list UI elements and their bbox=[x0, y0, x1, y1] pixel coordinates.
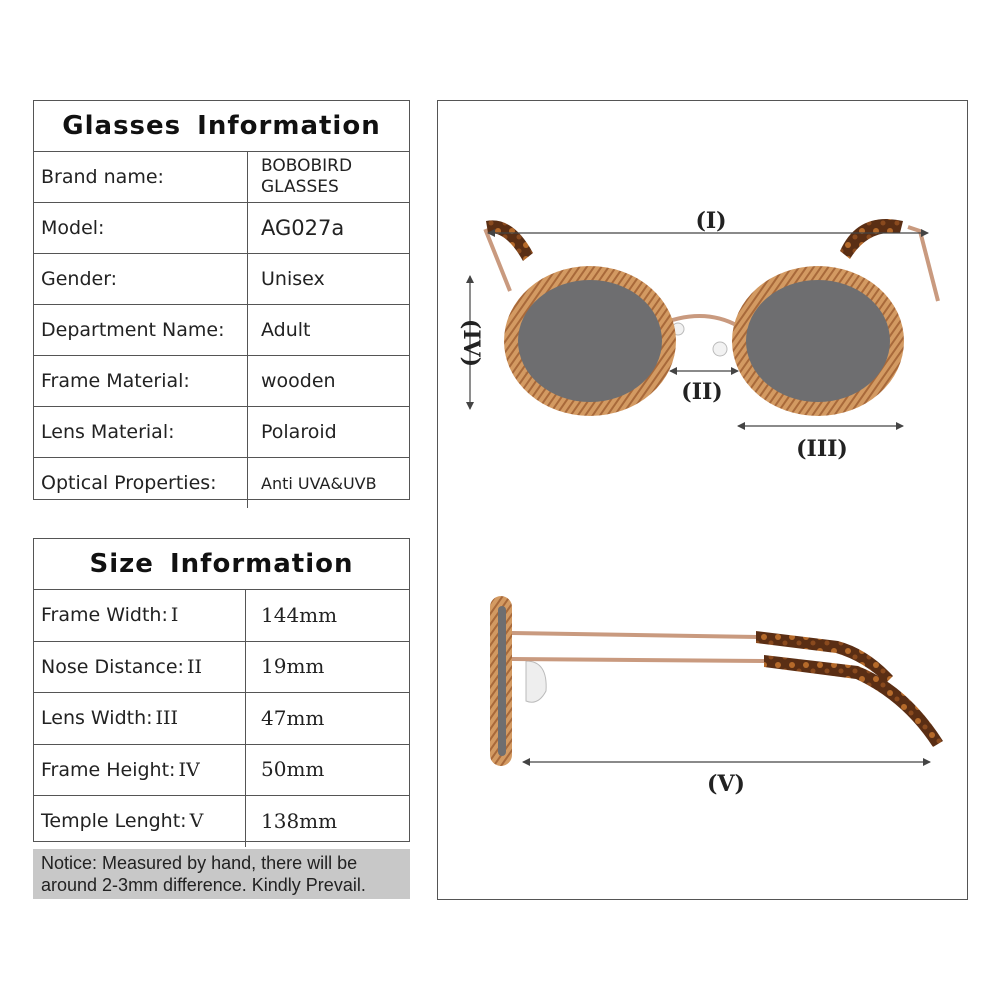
row-value: 138mm bbox=[261, 808, 338, 833]
row-value: Polaroid bbox=[261, 420, 337, 443]
side-nose-pad bbox=[525, 660, 547, 703]
row-label: Lens Width:III bbox=[34, 693, 246, 744]
size-roman-numeral: IV bbox=[178, 758, 200, 781]
row-label: Lens Material: bbox=[34, 407, 248, 457]
glasses-illustration: (I) (II) (III) (IV) (V) bbox=[458, 208, 943, 797]
row-label: Frame Width:I bbox=[34, 590, 246, 641]
table-row: Temple Lenght:V 138mm bbox=[34, 796, 409, 847]
table-row: Brand name: BOBOBIRD GLASSES bbox=[34, 152, 409, 203]
side-temple-tip-upper bbox=[756, 631, 893, 683]
right-temple-tip bbox=[840, 219, 903, 259]
table-row: Lens Material: Polaroid bbox=[34, 407, 409, 458]
nose-distance-label: (II) bbox=[681, 379, 722, 405]
row-value: 47mm bbox=[261, 705, 325, 730]
table-row: Gender: Unisex bbox=[34, 254, 409, 305]
table-row: Model: AG027a bbox=[34, 203, 409, 254]
row-value: 144mm bbox=[261, 602, 338, 627]
row-label: Frame Material: bbox=[34, 356, 248, 406]
size-label: Lens Width: bbox=[41, 707, 153, 730]
temple-length-label: (V) bbox=[707, 771, 745, 797]
size-label: Nose Distance: bbox=[41, 655, 184, 678]
side-lens bbox=[498, 606, 506, 756]
row-label: Model: bbox=[34, 203, 248, 253]
glasses-information-table: Glasses Information Brand name: BOBOBIRD… bbox=[33, 100, 410, 508]
side-view-glasses bbox=[490, 596, 943, 766]
nose-pad-right bbox=[712, 341, 728, 357]
size-label: Temple Lenght: bbox=[41, 810, 187, 833]
size-roman-numeral: II bbox=[186, 655, 202, 678]
glasses-information-title: Glasses Information bbox=[34, 101, 409, 152]
row-value: Anti UVA&UVB bbox=[261, 473, 377, 493]
row-value: BOBOBIRD GLASSES bbox=[261, 156, 353, 197]
row-label: Brand name: bbox=[34, 152, 248, 202]
frame-height-label: (IV) bbox=[458, 319, 484, 367]
row-label: Temple Lenght:V bbox=[34, 796, 246, 847]
row-value: wooden bbox=[261, 369, 336, 392]
row-label: Gender: bbox=[34, 254, 248, 304]
row-value: AG027a bbox=[261, 215, 345, 240]
side-temple-tip-lower bbox=[764, 655, 943, 747]
side-temple-upper bbox=[511, 631, 759, 639]
glasses-dimension-diagram: (I) (II) (III) (IV) (V) bbox=[437, 100, 968, 900]
row-value: Adult bbox=[261, 318, 311, 341]
row-label: Department Name: bbox=[34, 305, 248, 355]
size-information-table: Size Information Frame Width:I 144mm Nos… bbox=[33, 538, 410, 847]
size-roman-numeral: III bbox=[155, 707, 179, 730]
row-label: Frame Height:IV bbox=[34, 744, 246, 795]
size-information-title: Size Information bbox=[34, 539, 409, 590]
measurement-notice: Notice: Measured by hand, there will be … bbox=[33, 849, 410, 899]
table-row: Lens Width:III 47mm bbox=[34, 693, 409, 745]
table-row: Optical Properties: Anti UVA&UVB bbox=[34, 458, 409, 508]
row-label: Nose Distance:II bbox=[34, 641, 246, 692]
table-row: Frame Height:IV 50mm bbox=[34, 744, 409, 796]
table-row: Nose Distance:II 19mm bbox=[34, 641, 409, 693]
lens-width-label: (III) bbox=[796, 436, 848, 462]
size-label: Frame Width: bbox=[41, 604, 168, 627]
left-lens bbox=[518, 280, 662, 402]
table-row: Frame Width:I 144mm bbox=[34, 590, 409, 642]
table-row: Frame Material: wooden bbox=[34, 356, 409, 407]
row-value: Unisex bbox=[261, 267, 325, 290]
size-label: Frame Height: bbox=[41, 758, 176, 781]
row-value: 19mm bbox=[261, 654, 325, 679]
front-view-glasses bbox=[483, 219, 940, 416]
row-value: 50mm bbox=[261, 757, 325, 782]
right-lens bbox=[746, 280, 890, 402]
side-temple-lower bbox=[511, 657, 767, 663]
size-roman-numeral: V bbox=[189, 810, 204, 833]
left-temple-tip bbox=[486, 220, 533, 261]
frame-width-label: (I) bbox=[695, 208, 726, 234]
right-temple bbox=[907, 225, 940, 302]
table-row: Department Name: Adult bbox=[34, 305, 409, 356]
size-roman-numeral: I bbox=[170, 604, 179, 627]
row-label: Optical Properties: bbox=[34, 458, 248, 508]
